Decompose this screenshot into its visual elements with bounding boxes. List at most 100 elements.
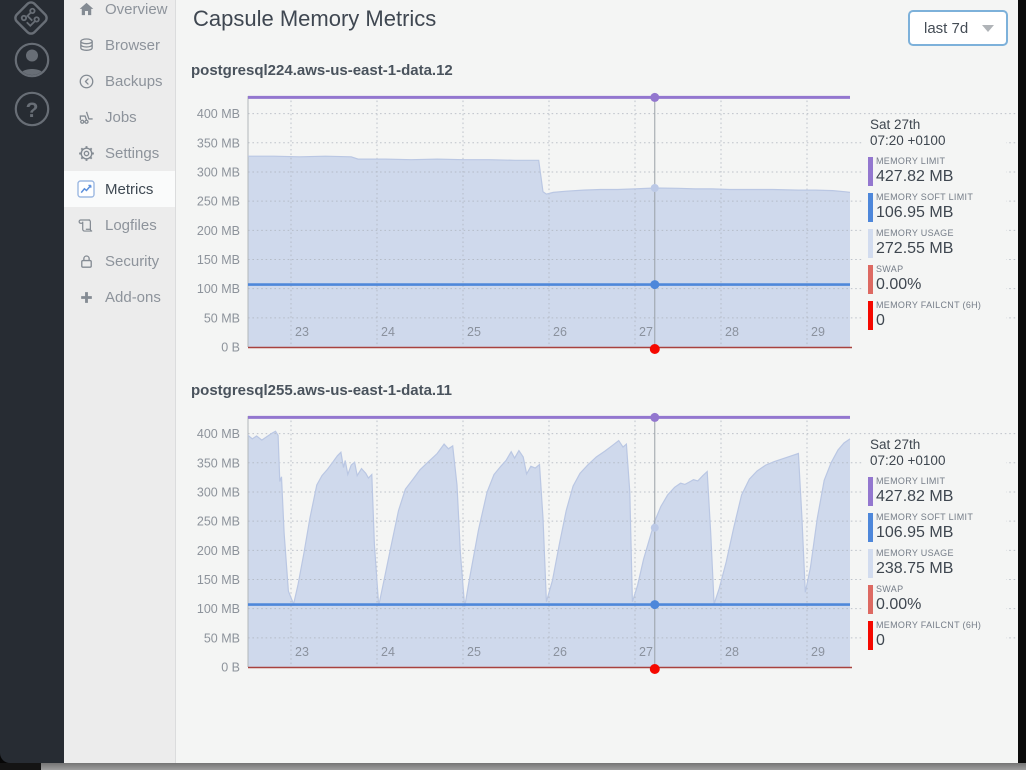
database-icon: [77, 36, 95, 54]
legend-item-memory-limit: MEMORY LIMIT 427.82 MB: [862, 476, 1006, 507]
memory-chart-2[interactable]: 0 B 50 MB 100 MB 150 MB 200 MB 250 MB 300 MB 35…: [176, 408, 1018, 680]
svg-text:400 MB: 400 MB: [197, 427, 240, 441]
memory-usage-swatch: [868, 549, 873, 578]
svg-text:50 MB: 50 MB: [204, 311, 240, 325]
memory-limit-swatch: [868, 477, 873, 506]
svg-text:200 MB: 200 MB: [197, 544, 240, 558]
svg-text:200 MB: 200 MB: [197, 224, 240, 238]
chart-title-2: postgresql255.aws-us-east-1-data.11: [191, 382, 452, 399]
svg-text:29: 29: [811, 325, 825, 339]
failcnt-swatch: [868, 621, 873, 650]
desktop-edge-right: [1018, 0, 1026, 770]
restore-clock-icon: [77, 72, 95, 90]
svg-text:26: 26: [553, 645, 567, 659]
legend-item-swap: SWAP 0.00%: [862, 264, 1006, 295]
svg-text:150 MB: 150 MB: [197, 573, 240, 587]
memory-soft-limit-swatch: [868, 193, 873, 222]
help-icon[interactable]: ?: [13, 90, 51, 128]
swap-swatch: [868, 585, 873, 614]
sidebar-item-label: Browser: [105, 36, 161, 54]
svg-text:23: 23: [295, 645, 309, 659]
sidebar-item-backups[interactable]: Backups: [64, 63, 175, 99]
scroll-icon: [77, 216, 95, 234]
user-avatar-icon[interactable]: [13, 41, 51, 79]
svg-text:25: 25: [467, 645, 481, 659]
sidebar-item-addons[interactable]: Add-ons: [64, 279, 175, 315]
memory-limit-swatch: [868, 157, 873, 186]
line-chart-icon: [77, 180, 95, 198]
svg-text:350 MB: 350 MB: [197, 136, 240, 150]
legend-item-failcnt: MEMORY FAILCNT (6H) 0: [862, 300, 1006, 331]
failcnt-swatch: [868, 301, 873, 330]
main-content: Capsule Memory Metrics last 7d postgresq…: [176, 0, 1018, 763]
chevron-down-icon: [982, 24, 994, 32]
legend-item-memory-soft-limit: MEMORY SOFT LIMIT 106.95 MB: [862, 512, 1006, 543]
svg-text:350 MB: 350 MB: [197, 456, 240, 470]
time-range-select[interactable]: last 7d: [908, 10, 1008, 46]
sidebar: Overview Browser: [64, 0, 176, 763]
sidebar-item-overview[interactable]: Overview: [64, 0, 175, 27]
padlock-icon: [77, 252, 95, 270]
sidebar-item-label: Overview: [105, 0, 168, 18]
legend-item-memory-usage: MEMORY USAGE 272.55 MB: [862, 228, 1006, 259]
svg-text:26: 26: [553, 325, 567, 339]
sidebar-item-metrics[interactable]: Metrics: [64, 171, 175, 207]
sidebar-item-browser[interactable]: Browser: [64, 27, 175, 63]
sidebar-item-label: Logfiles: [105, 216, 157, 234]
svg-text:100 MB: 100 MB: [197, 282, 240, 296]
plus-icon: [77, 288, 95, 306]
svg-text:400 MB: 400 MB: [197, 107, 240, 121]
sidebar-item-label: Backups: [105, 72, 163, 90]
svg-text:250 MB: 250 MB: [197, 515, 240, 529]
svg-text:28: 28: [725, 325, 739, 339]
sidebar-item-label: Add-ons: [105, 288, 161, 306]
svg-text:100 MB: 100 MB: [197, 602, 240, 616]
svg-text:?: ?: [26, 99, 39, 122]
legend-item-failcnt: MEMORY FAILCNT (6H) 0: [862, 620, 1006, 651]
sidebar-item-jobs[interactable]: Jobs: [64, 99, 175, 135]
app-logo-icon[interactable]: [10, 0, 52, 41]
sidebar-nav: Overview Browser: [64, 0, 175, 315]
window-bottom-edge: [0, 763, 1026, 770]
sidebar-item-label: Settings: [105, 144, 160, 162]
forklift-icon: [77, 108, 95, 126]
sidebar-item-logfiles[interactable]: Logfiles: [64, 207, 175, 243]
time-range-value: last 7d: [924, 19, 969, 37]
legend-item-memory-limit: MEMORY LIMIT 427.82 MB: [862, 156, 1006, 187]
gear-icon: [77, 144, 95, 162]
svg-text:0 B: 0 B: [221, 661, 240, 675]
swap-swatch: [868, 265, 873, 294]
page-title: Capsule Memory Metrics: [193, 6, 437, 31]
svg-text:23: 23: [295, 325, 309, 339]
svg-text:50 MB: 50 MB: [204, 631, 240, 645]
svg-text:25: 25: [467, 325, 481, 339]
svg-text:300 MB: 300 MB: [197, 165, 240, 179]
svg-text:300 MB: 300 MB: [197, 485, 240, 499]
chart-title-1: postgresql224.aws-us-east-1-data.12: [191, 62, 453, 79]
svg-text:27: 27: [639, 645, 653, 659]
sidebar-item-label: Security: [105, 252, 160, 270]
icon-rail: ?: [0, 0, 64, 763]
legend-item-swap: SWAP 0.00%: [862, 584, 1006, 615]
svg-text:24: 24: [381, 645, 395, 659]
svg-text:29: 29: [811, 645, 825, 659]
legend-item-memory-soft-limit: MEMORY SOFT LIMIT 106.95 MB: [862, 192, 1006, 223]
sidebar-item-settings[interactable]: Settings: [64, 135, 175, 171]
memory-usage-swatch: [868, 229, 873, 258]
svg-text:27: 27: [639, 325, 653, 339]
sidebar-item-label: Jobs: [105, 108, 137, 126]
sidebar-item-label: Metrics: [105, 180, 154, 198]
legend-item-memory-usage: MEMORY USAGE 238.75 MB: [862, 548, 1006, 579]
svg-text:24: 24: [381, 325, 395, 339]
window-bottom-corner: [0, 763, 41, 770]
sidebar-item-security[interactable]: Security: [64, 243, 175, 279]
svg-text:150 MB: 150 MB: [197, 253, 240, 267]
home-icon: [77, 0, 95, 18]
memory-soft-limit-swatch: [868, 513, 873, 542]
